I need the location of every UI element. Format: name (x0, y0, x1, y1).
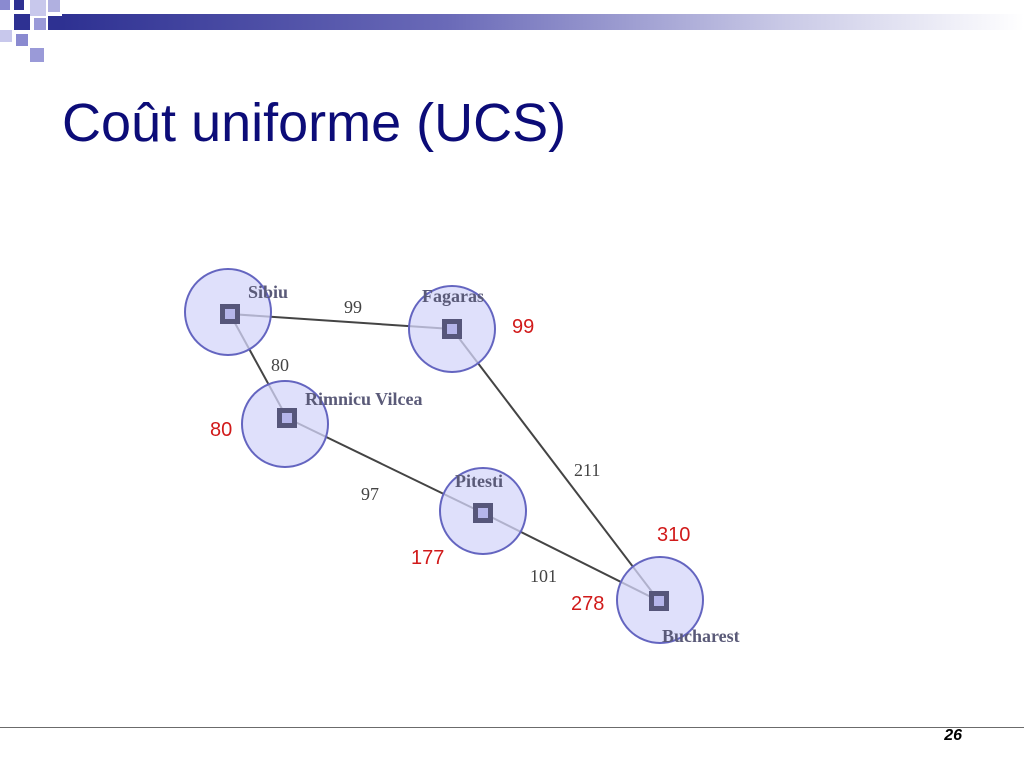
node-marker-rimnicu (277, 408, 297, 428)
corner-decoration (0, 0, 62, 62)
node-label-fagaras: Fagaras (422, 286, 484, 306)
slide-title: Coût uniforme (UCS) (62, 93, 567, 153)
edge-fagaras-bucharest (451, 328, 660, 602)
header-gradient-bar (62, 14, 1024, 30)
node-marker-fagaras (442, 319, 462, 339)
node-label-sibiu: Sibiu (248, 282, 288, 302)
node-label-pitesti: Pitesti (455, 471, 503, 491)
edge-weight-rimnicu-pitesti: 97 (361, 484, 379, 504)
node-marker-pitesti (473, 503, 493, 523)
edge-weight-sibiu-fagaras: 99 (344, 297, 362, 317)
node-marker-bucharest (649, 591, 669, 611)
edge-weight-pitesti-bucharest: 101 (530, 566, 557, 586)
cost-label-bucharest-via-pitesti: 278 (571, 593, 604, 615)
cost-label-pitesti: 177 (411, 547, 444, 569)
cost-label-bucharest-via-fagaras: 310 (657, 524, 690, 546)
cost-label-rimnicu: 80 (210, 419, 232, 441)
node-label-bucharest: Bucharest (662, 626, 740, 646)
page-number: 26 (944, 727, 962, 744)
edge-weight-sibiu-rimnicu: 80 (271, 355, 289, 375)
footer-divider (0, 727, 1024, 728)
node-label-rimnicu: Rimnicu Vilcea (305, 389, 423, 409)
node-marker-sibiu (220, 304, 240, 324)
edge-weight-fagaras-bucharest: 211 (574, 460, 600, 480)
cost-label-fagaras: 99 (512, 316, 534, 338)
